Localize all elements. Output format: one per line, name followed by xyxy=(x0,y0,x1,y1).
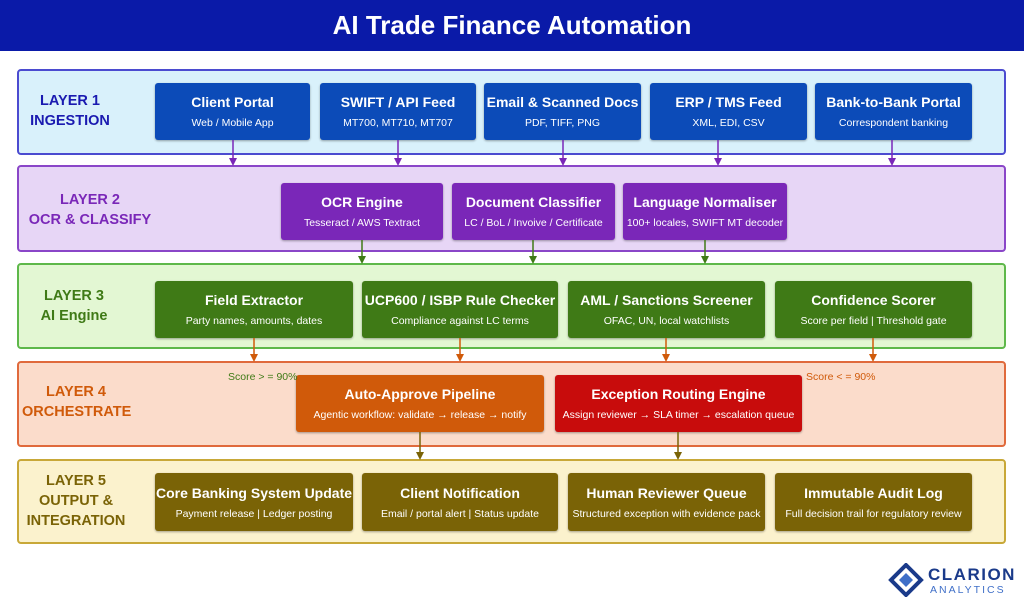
box-subtitle: Compliance against LC terms xyxy=(391,315,529,327)
box-subtitle: Email / portal alert | Status update xyxy=(381,507,539,520)
layer-1-label: LAYER 1 INGESTION xyxy=(30,93,110,129)
box-subtitle: Tesseract / AWS Textract xyxy=(303,217,421,229)
box-subtitle: Full decision trail for regulatory revie… xyxy=(785,507,962,520)
box-subtitle: Assign reviewer → SLA timer → escalation… xyxy=(562,409,795,421)
box-subtitle: Payment release | Ledger posting xyxy=(175,507,333,520)
layer-4-label: LAYER 4 ORCHESTRATE xyxy=(22,384,132,420)
language-normaliser-box[interactable]: Language Normaliser 100+ locales, SWIFT … xyxy=(623,183,787,240)
box-title: Confidence Scorer xyxy=(811,292,936,308)
box-subtitle: 100+ locales, SWIFT MT decoder xyxy=(626,217,784,229)
client-notification-box[interactable]: Client Notification Email / portal alert… xyxy=(362,473,558,531)
email-scanned-docs-box[interactable]: Email & Scanned Docs PDF, TIFF, PNG xyxy=(484,83,641,140)
page-title: AI Trade Finance Automation xyxy=(332,10,692,40)
layer-5-label: LAYER 5 OUTPUT & INTEGRATION xyxy=(26,473,126,529)
bank-to-bank-portal-box[interactable]: Bank-to-Bank Portal Correspondent bankin… xyxy=(815,83,972,140)
box-title: Email & Scanned Docs xyxy=(486,94,639,110)
core-banking-system-update-box[interactable]: Core Banking System Update Payment relea… xyxy=(155,473,353,531)
human-reviewer-queue-box[interactable]: Human Reviewer Queue Structured exceptio… xyxy=(568,473,765,531)
box-title: Immutable Audit Log xyxy=(804,484,943,501)
confidence-scorer-box[interactable]: Confidence Scorer Score per field | Thre… xyxy=(775,281,972,338)
box-subtitle: Structured exception with evidence pack xyxy=(572,507,761,520)
erp-tms-feed-box[interactable]: ERP / TMS Feed XML, EDI, CSV xyxy=(650,83,807,140)
diamond-logo-icon xyxy=(888,563,924,597)
approve-threshold-label: Score > = 90% xyxy=(228,371,298,383)
box-subtitle: OFAC, UN, local watchlists xyxy=(603,315,730,327)
box-subtitle: Agentic workflow: validate → release → n… xyxy=(313,409,527,421)
box-title: Exception Routing Engine xyxy=(591,386,766,402)
ucp600-isbp-rule-checker-box[interactable]: UCP600 / ISBP Rule Checker Compliance ag… xyxy=(362,281,558,338)
box-title: Bank-to-Bank Portal xyxy=(826,94,961,110)
box-title: ERP / TMS Feed xyxy=(675,94,782,110)
box-subtitle: LC / BoL / Invoive / Certificate xyxy=(464,217,603,229)
box-title: Human Reviewer Queue xyxy=(586,484,747,501)
box-subtitle: Party names, amounts, dates xyxy=(185,315,323,327)
exception-threshold-label: Score < = 90% xyxy=(806,371,876,383)
box-subtitle: MT700, MT710, MT707 xyxy=(343,117,453,129)
auto-approve-pipeline-box[interactable]: Auto-Approve Pipeline Agentic workflow: … xyxy=(296,375,544,432)
layer-2-label: LAYER 2 OCR & CLASSIFY xyxy=(28,192,152,228)
box-title: Core Banking System Update xyxy=(155,484,353,501)
document-classifier-box[interactable]: Document Classifier LC / BoL / Invoive /… xyxy=(452,183,615,240)
client-portal-box[interactable]: Client Portal Web / Mobile App xyxy=(155,83,310,140)
box-subtitle: PDF, TIFF, PNG xyxy=(524,117,601,129)
box-title: Field Extractor xyxy=(204,292,304,308)
box-title: Document Classifier xyxy=(465,194,602,210)
box-title: Client Portal xyxy=(191,94,274,110)
field-extractor-box[interactable]: Field Extractor Party names, amounts, da… xyxy=(155,281,353,338)
exception-routing-engine-box[interactable]: Exception Routing Engine Assign reviewer… xyxy=(555,375,802,432)
layer-3-label: LAYER 3 AI Engine xyxy=(40,288,108,324)
logo-name: CLARION xyxy=(928,565,1016,584)
box-subtitle: Correspondent banking xyxy=(838,117,949,129)
box-title: AML / Sanctions Screener xyxy=(580,292,753,308)
box-subtitle: Score per field | Threshold gate xyxy=(800,315,947,327)
box-title: Auto-Approve Pipeline xyxy=(344,386,496,402)
box-title: UCP600 / ISBP Rule Checker xyxy=(364,292,556,308)
box-title: Client Notification xyxy=(400,484,520,501)
clarion-analytics-logo: CLARION ANALYTICS xyxy=(888,563,1018,597)
box-title: SWIFT / API Feed xyxy=(340,94,456,110)
box-subtitle: XML, EDI, CSV xyxy=(692,117,765,129)
logo-tagline: ANALYTICS xyxy=(930,584,1006,596)
immutable-audit-log-box[interactable]: Immutable Audit Log Full decision trail … xyxy=(775,473,972,531)
box-title: Language Normaliser xyxy=(633,194,777,210)
swift-api-feed-box[interactable]: SWIFT / API Feed MT700, MT710, MT707 xyxy=(320,83,476,140)
aml-sanctions-screener-box[interactable]: AML / Sanctions Screener OFAC, UN, local… xyxy=(568,281,765,338)
title-banner: AI Trade Finance Automation xyxy=(0,0,1024,51)
box-title: OCR Engine xyxy=(321,194,403,210)
box-subtitle: Web / Mobile App xyxy=(191,117,274,129)
ocr-engine-box[interactable]: OCR Engine Tesseract / AWS Textract xyxy=(281,183,443,240)
